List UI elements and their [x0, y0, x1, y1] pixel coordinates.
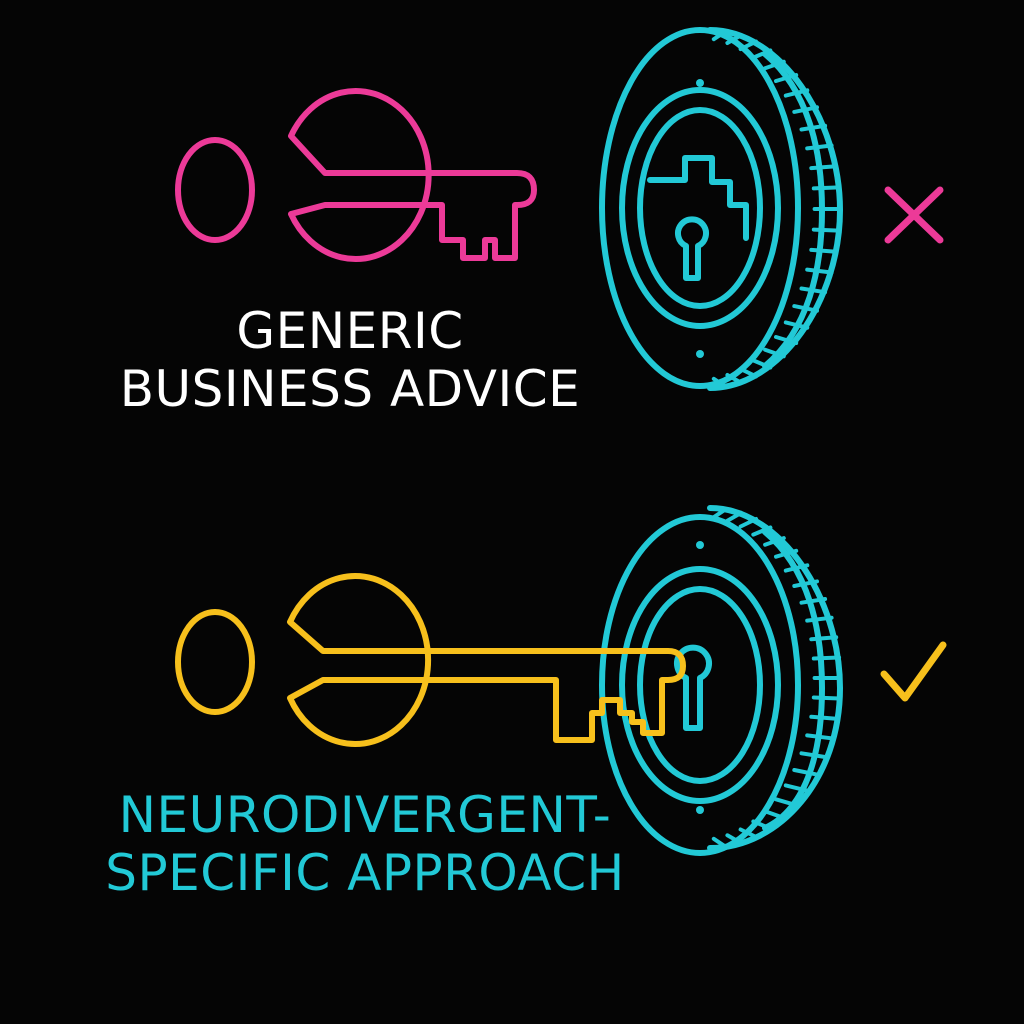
coin-ridge: [805, 615, 834, 623]
coin-ridge: [725, 510, 744, 523]
coin-ridge: [805, 267, 834, 275]
coin-ridge: [783, 88, 810, 98]
specific-label-line-2: SPECIFIC APPROACH: [105, 844, 625, 902]
specific-key-icon: [175, 573, 686, 747]
coin-ridge: [811, 227, 842, 233]
cross-icon: [884, 186, 944, 244]
coin-ridge: [774, 548, 799, 559]
coin-ridge: [738, 517, 759, 529]
coin-ridge: [774, 73, 799, 83]
coin-ridge: [809, 247, 839, 254]
coin-ridge: [792, 304, 819, 313]
coin-ridge: [774, 335, 799, 345]
coin-ridge: [809, 714, 839, 721]
coin-ridge: [799, 123, 828, 132]
coin-ridge: [751, 525, 773, 537]
coin-ridge: [751, 48, 773, 60]
coin-ridge: [799, 286, 828, 295]
coin-ridge: [805, 733, 834, 741]
coin-ridge: [763, 809, 786, 820]
check-icon: [880, 641, 947, 702]
coin-ridge: [774, 797, 799, 808]
generic-business-advice-label: GENERIC BUSINESS ADVICE: [90, 302, 610, 418]
coin-ridge: [799, 751, 828, 759]
coin-ridge: [751, 358, 773, 370]
coin-ridge: [799, 597, 828, 605]
coin-ridge: [792, 768, 819, 777]
lock-coin-icon: [599, 505, 843, 856]
coin-ridge: [792, 579, 819, 588]
coin-ridge: [792, 105, 819, 114]
coin-ridge: [809, 635, 839, 642]
coin-ridge: [783, 563, 810, 573]
generic-key-icon: [175, 88, 537, 262]
coin-ridge: [811, 185, 842, 191]
coin-ridge: [811, 695, 842, 701]
coin-ridge: [763, 347, 786, 359]
coin-ridge: [811, 655, 842, 661]
coin-ridge: [809, 164, 839, 171]
coin-ridge: [783, 320, 810, 330]
neurodivergent-specific-approach-label: NEURODIVERGENT- SPECIFIC APPROACH: [60, 786, 670, 902]
generic-label-line-2: BUSINESS ADVICE: [119, 360, 581, 418]
coin-ridge: [711, 507, 728, 520]
generic-label-line-1: GENERIC: [236, 302, 464, 360]
coin-ridge: [763, 59, 786, 71]
lock-coin-icon: [599, 27, 843, 391]
specific-label-line-1: NEURODIVERGENT-: [118, 786, 612, 844]
coin-ridge: [783, 783, 810, 793]
coin-ridge: [763, 536, 786, 547]
coin-ridge: [805, 143, 834, 151]
